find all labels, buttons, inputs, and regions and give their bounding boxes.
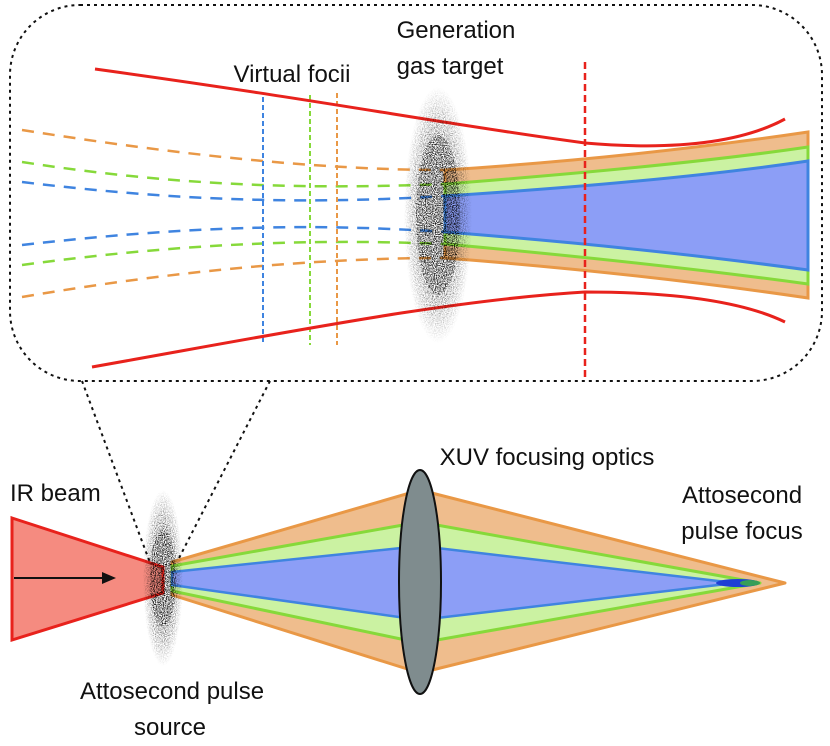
zoom-connector-right xyxy=(177,380,271,561)
attosecond-source-label-line1: Attosecond pulse xyxy=(80,678,264,705)
generation-label: Generation xyxy=(397,17,516,44)
xuv-lens-icon xyxy=(398,469,442,695)
green-virtual-ray-lower xyxy=(21,240,446,267)
beamline: XUV focusing optics IR beam Attosecond p… xyxy=(10,444,803,741)
virtual-focii-label: Virtual focii xyxy=(234,61,351,88)
attosecond-focus-label-line2: pulse focus xyxy=(681,518,802,545)
ir-beam-envelope-lower xyxy=(91,290,786,369)
blue-harmonic-band xyxy=(443,159,810,272)
green-virtual-ray-upper xyxy=(21,160,446,188)
blue-virtual-ray-lower xyxy=(21,225,446,247)
zoom-inset: Virtual focii Generation gas target xyxy=(9,4,823,382)
beam-direction-arrow-icon xyxy=(14,572,116,584)
blue-virtual-ray-upper xyxy=(21,180,446,202)
source-gas-cloud-icon xyxy=(143,490,183,666)
orange-virtual-ray-upper xyxy=(21,128,446,172)
inset-frame xyxy=(9,4,823,382)
attosecond-source-label-line2: source xyxy=(134,714,206,741)
gas-target-label: gas target xyxy=(397,53,504,80)
orange-virtual-ray-lower xyxy=(21,256,446,299)
ir-beam-label: IR beam xyxy=(10,480,101,507)
xuv-focusing-optics-label: XUV focusing optics xyxy=(440,444,655,471)
zoom-connector-left xyxy=(81,380,153,569)
ir-beam-envelope-upper xyxy=(94,67,786,148)
attosecond-focus-label-line1: Attosecond xyxy=(682,482,802,509)
gas-jet-cloud-icon xyxy=(404,87,472,343)
